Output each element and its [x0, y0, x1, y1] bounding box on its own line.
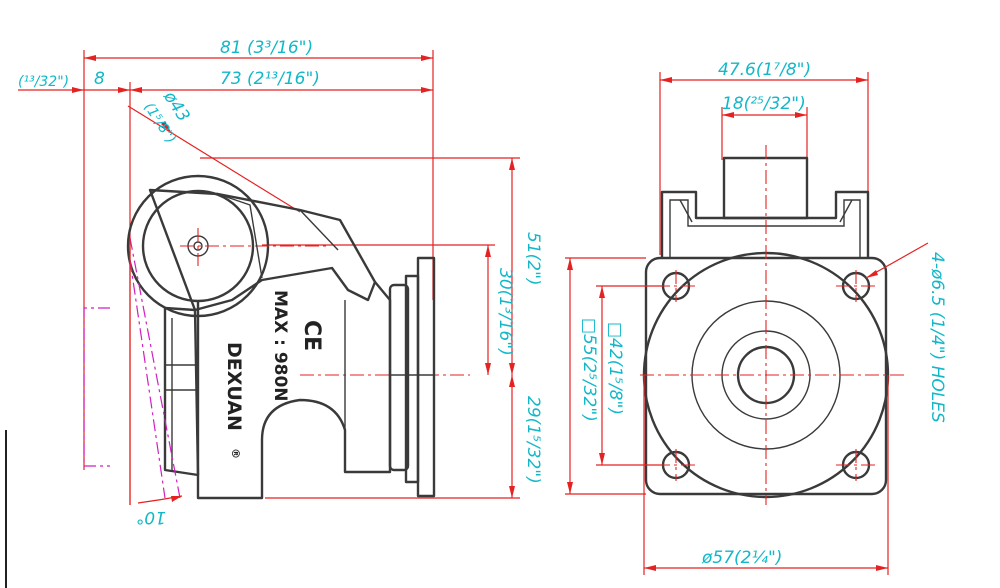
offset-inch-label: (¹³/32") [18, 74, 69, 90]
front-view: 47.6(1⁷/8") 18(²⁵/32") [565, 60, 947, 575]
dim-plate-square: □55(2⁵/32") [565, 257, 646, 495]
caster-body [148, 188, 392, 500]
dim-hole-square: □42(1⁵/8") [596, 285, 662, 466]
holes-label: 4-ø6.5 (1/4") HOLES [927, 252, 947, 423]
brand-marking: DEXUAN [223, 342, 245, 431]
mounting-holes [656, 270, 876, 481]
overall-length-label: 81 (3³/16") [220, 38, 313, 58]
stem-width-label: 18(²⁵/32") [722, 94, 806, 114]
dim-base-diameter: ø57(2¼") [643, 375, 889, 575]
dim-holes: 4-ø6.5 (1/4") HOLES [865, 242, 947, 423]
total-height-label: 51(2") [523, 232, 543, 286]
swing-angle: 10° [83, 237, 183, 527]
upper-housing [660, 156, 870, 258]
swing-angle-label: 10° [136, 507, 166, 527]
load-marking: MAX : 980N [270, 290, 290, 402]
side-view: 81 (3³/16") (¹³/32") 8 73 (2¹³/16") ø43 … [18, 38, 543, 527]
dim-stem-width: 18(²⁵/32") [721, 94, 808, 160]
offset-mm-label: 8 [94, 69, 105, 89]
ce-marking: CE [299, 320, 324, 351]
body-markings: MAX : 980N CE DEXUAN ® [223, 290, 324, 459]
hole-square-label: □42(1⁵/8") [605, 322, 625, 415]
top-width-label: 47.6(1⁷/8") [718, 60, 811, 80]
upper-height-label: 30(1³/16") [495, 268, 515, 356]
plate-square-label: □55(2⁵/32") [579, 318, 599, 422]
lower-height-label: 29(1⁵/32") [523, 396, 543, 484]
mounting-plate [388, 256, 436, 498]
body-length-label: 73 (2¹³/16") [220, 69, 320, 89]
registered-mark: ® [229, 448, 242, 459]
base-diameter-label: ø57(2¼") [701, 548, 782, 568]
dim-heights: 51(2") 30(1³/16") 29(1⁵/32") [200, 157, 543, 499]
square-plate [640, 145, 906, 505]
dim-body-length: (¹³/32") 8 73 (2¹³/16") [18, 69, 433, 505]
